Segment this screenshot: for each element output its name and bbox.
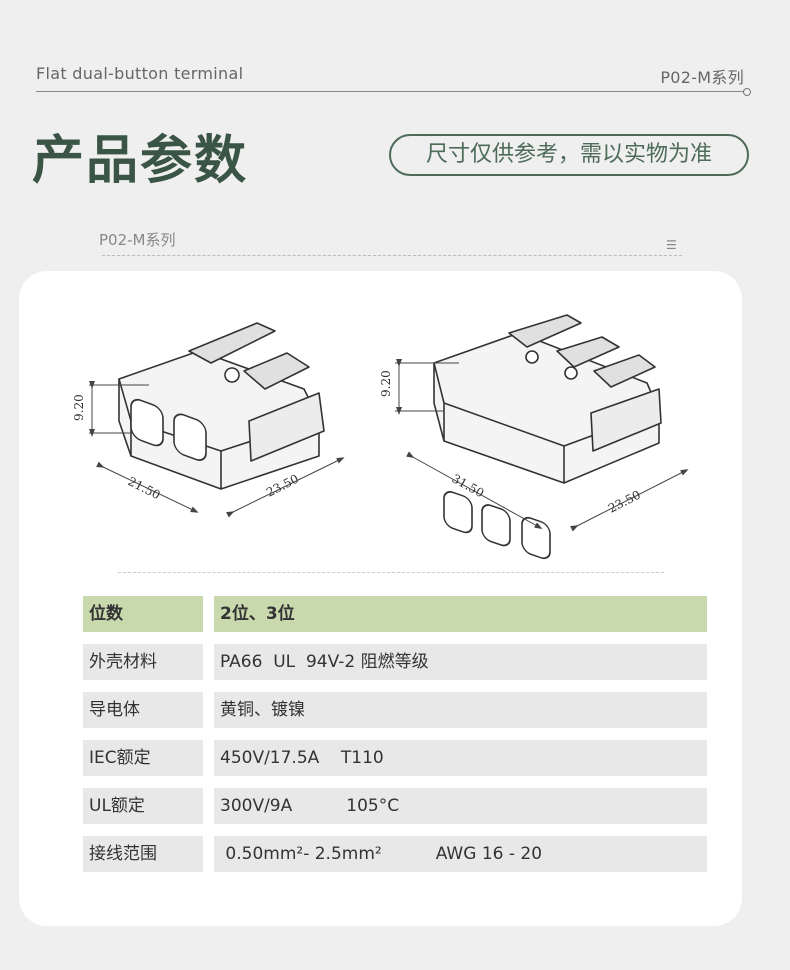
spec-value: PA66 UL 94V-2 阻燃等级 — [214, 644, 707, 680]
subtitle-en: Flat dual-button terminal — [36, 64, 244, 83]
spec-row: UL额定 300V/9A 105°C — [83, 788, 707, 824]
dimension-lines-2-pole — [89, 381, 345, 518]
depth-3-pole: 23.50 — [606, 488, 643, 516]
height-3-pole: 9.20 — [379, 370, 393, 397]
spec-label: 导电体 — [83, 692, 203, 728]
spec-label: 接线范围 — [83, 836, 203, 872]
connector-3-pole — [433, 314, 662, 560]
spec-row: 接线范围 0.50mm²- 2.5mm² AWG 16 - 20 — [83, 836, 707, 872]
spec-value: 300V/9A 105°C — [214, 788, 707, 824]
spec-row: IEC额定 450V/17.5A T110 — [83, 740, 707, 776]
spec-value: 450V/17.5A T110 — [214, 740, 707, 776]
spec-row: 外壳材料 PA66 UL 94V-2 阻燃等级 — [83, 644, 707, 680]
note-pill: 尺寸仅供参考，需以实物为准 — [389, 134, 749, 176]
spec-label: UL额定 — [83, 788, 203, 824]
dimension-lines-3-pole — [395, 359, 689, 532]
spec-label: IEC额定 — [83, 740, 203, 776]
height-2-pole: 9.20 — [72, 394, 86, 421]
length-2-pole: 21.50 — [126, 474, 163, 502]
menu-lines-icon: ☰ — [666, 238, 677, 252]
depth-2-pole: 23.50 — [264, 472, 301, 500]
sub-divider — [102, 255, 682, 256]
spec-value: 黄铜、镀镍 — [214, 692, 707, 728]
spec-value: 2位、3位 — [214, 596, 707, 632]
spec-row: 导电体 黄铜、镀镍 — [83, 692, 707, 728]
spec-label: 位数 — [83, 596, 203, 632]
top-divider — [36, 91, 744, 92]
page-title: 产品参数 — [32, 131, 249, 191]
connector-2-pole — [118, 322, 325, 490]
spec-label: 外壳材料 — [83, 644, 203, 680]
drawing-separator — [118, 572, 664, 573]
series-code: P02-M系列 — [660, 68, 744, 87]
spec-value: 0.50mm²- 2.5mm² AWG 16 - 20 — [214, 836, 707, 872]
spec-row: 位数 2位、3位 — [83, 596, 707, 632]
divider-dot — [743, 88, 751, 96]
product-drawing: 9.20 21.50 23.50 — [72, 314, 689, 560]
sub-series-label: P02-M系列 — [99, 231, 176, 249]
